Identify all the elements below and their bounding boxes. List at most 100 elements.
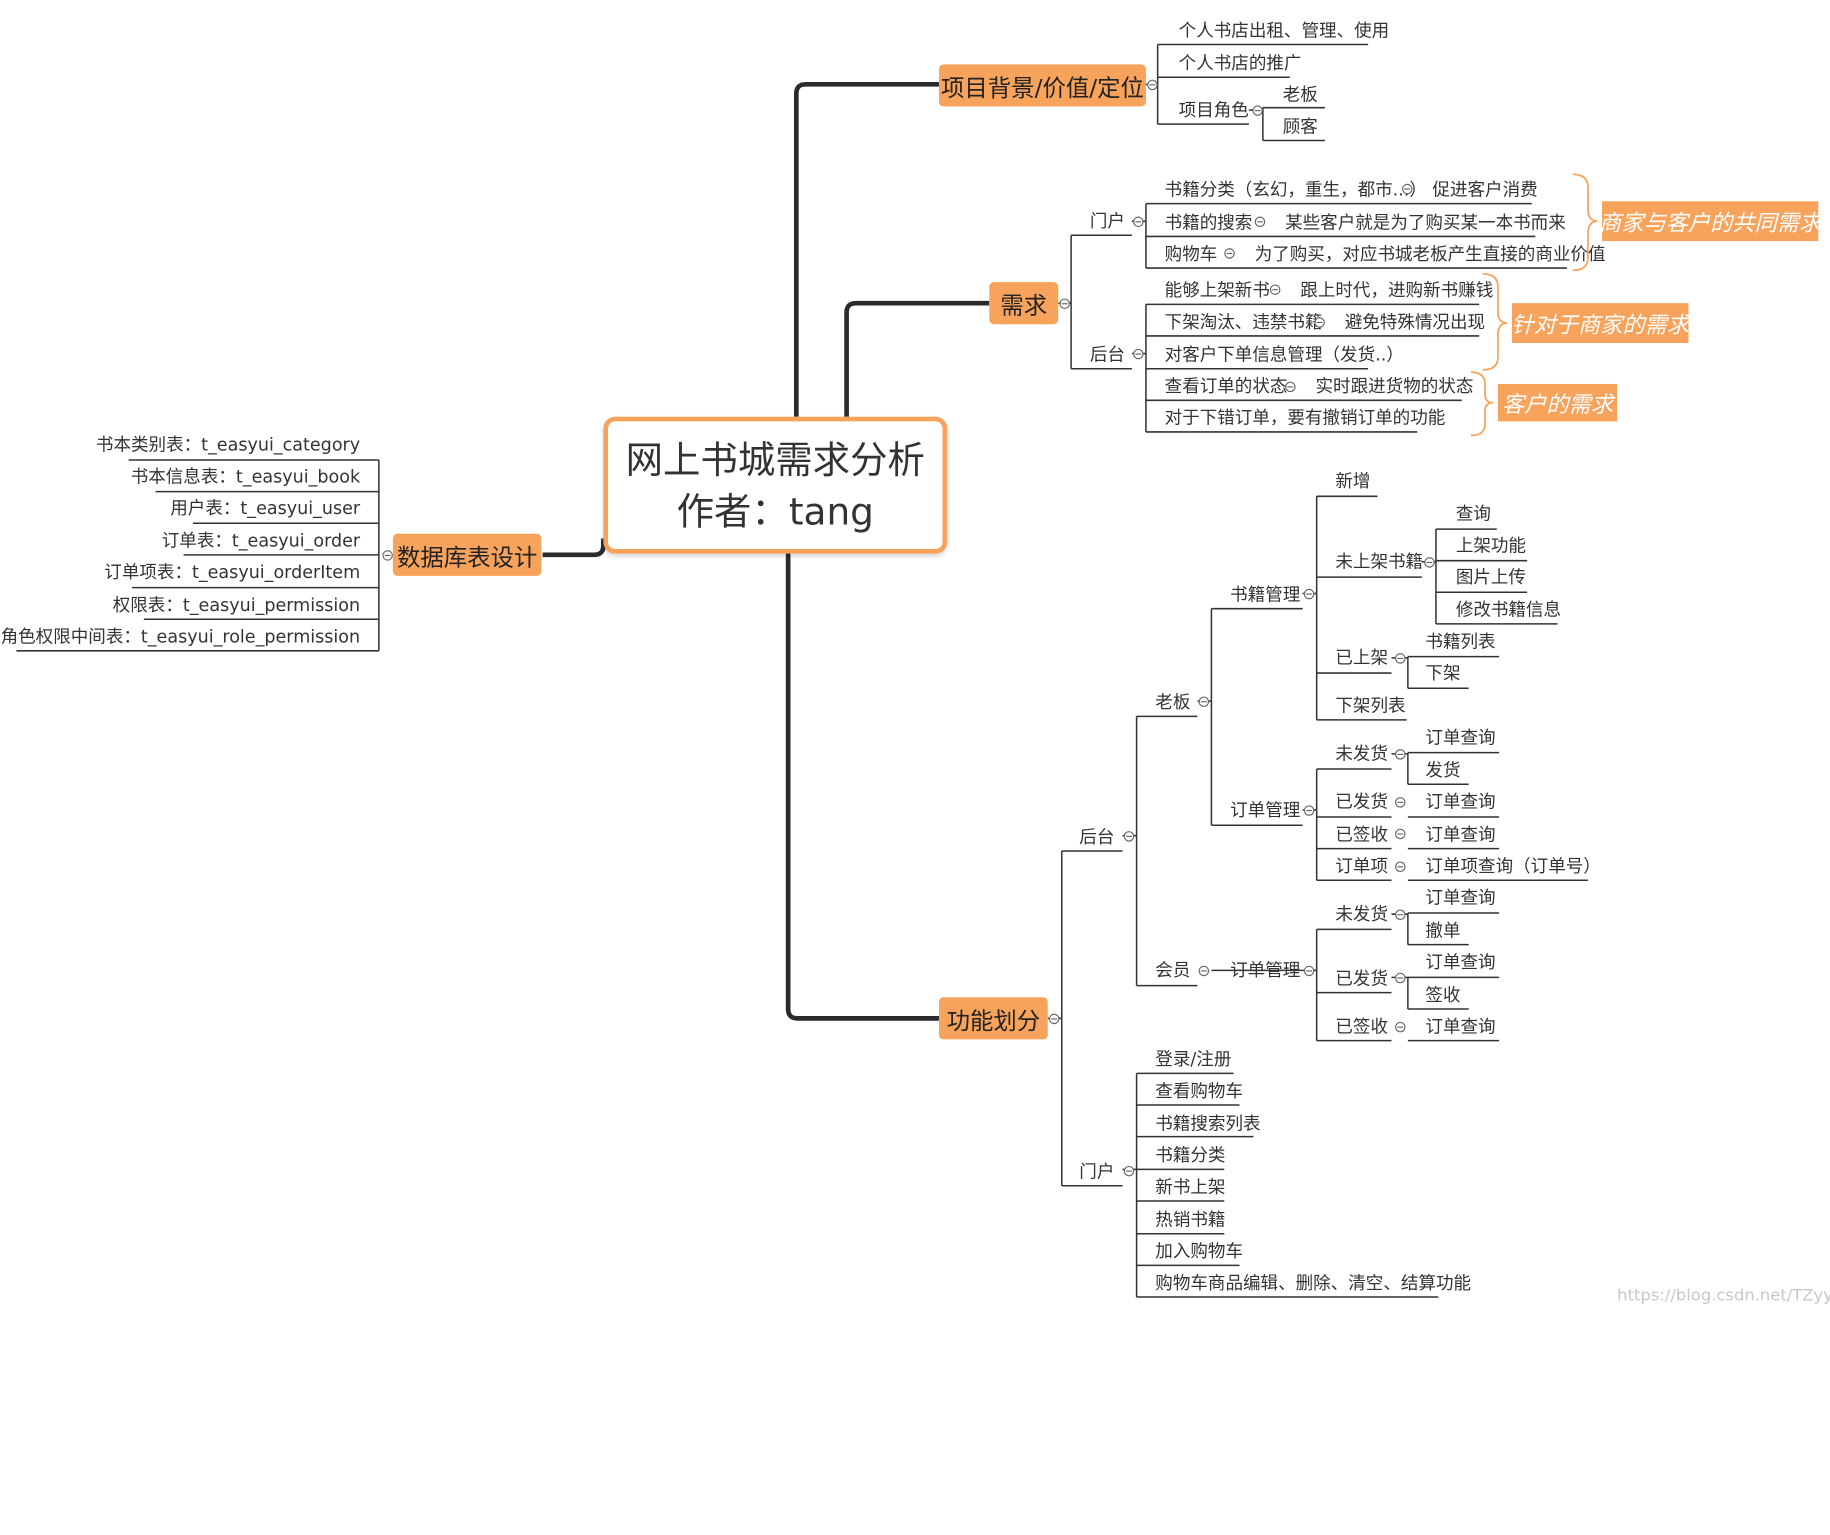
node-order-management[interactable]: 订单管理	[1230, 799, 1301, 821]
collapse-toggle-icon[interactable]	[1198, 965, 1210, 977]
node-func-portal[interactable]: 门户	[1079, 1161, 1115, 1183]
node-member-sign[interactable]: 签收	[1425, 984, 1461, 1006]
collapse-toggle-icon[interactable]	[1133, 216, 1144, 228]
collapse-toggle-icon[interactable]	[1147, 79, 1158, 91]
collapse-toggle-icon[interactable]	[1395, 749, 1406, 760]
node-req-backend-4[interactable]: 查看订单的状态	[1164, 375, 1288, 397]
collapse-toggle-icon[interactable]	[1133, 348, 1144, 360]
collapse-toggle-icon[interactable]	[1395, 653, 1406, 664]
collapse-toggle-icon[interactable]	[1402, 183, 1413, 195]
node-req-backend-5[interactable]: 对于下错订单，要有撤销订单的功能	[1164, 407, 1446, 429]
node-req-backend-4-value[interactable]: 实时跟进货物的状态	[1315, 375, 1474, 397]
collapse-toggle-icon[interactable]	[1395, 828, 1406, 840]
node-edit-book-info[interactable]: 修改书籍信息	[1455, 599, 1562, 621]
node-boss-ship[interactable]: 发货	[1425, 759, 1461, 781]
collapse-toggle-icon[interactable]	[1395, 909, 1406, 921]
collapse-toggle-icon[interactable]	[1303, 588, 1315, 600]
central-topic[interactable]: 网上书城需求分析 作者：tang	[603, 416, 948, 554]
node-boss-signed-query[interactable]: 订单查询	[1425, 824, 1496, 846]
node-image-upload[interactable]: 图片上传	[1455, 566, 1526, 588]
collapse-toggle-icon[interactable]	[1395, 1021, 1406, 1033]
node-req-portal[interactable]: 门户	[1089, 210, 1125, 232]
portal-feature-item[interactable]: 书籍分类	[1155, 1144, 1226, 1166]
collapse-toggle-icon[interactable]	[1224, 248, 1235, 259]
node-req-portal-1-value[interactable]: 促进客户消费	[1432, 179, 1538, 201]
collapse-toggle-icon[interactable]	[1059, 298, 1070, 310]
collapse-toggle-icon[interactable]	[1395, 861, 1406, 873]
node-req-backend-1[interactable]: 能够上架新书	[1164, 279, 1270, 301]
node-req-backend[interactable]: 后台	[1089, 344, 1125, 366]
node-member-unshipped-query[interactable]: 订单查询	[1425, 887, 1496, 909]
collapse-toggle-icon[interactable]	[1395, 797, 1406, 808]
node-req-backend-2-value[interactable]: 避免特殊情况出现	[1344, 311, 1486, 333]
summary-tag-shared[interactable]: 商家与客户的共同需求	[1599, 201, 1821, 242]
portal-feature-item[interactable]: 热销书籍	[1155, 1209, 1226, 1231]
summary-tag-customer[interactable]: 客户的需求	[1497, 383, 1618, 422]
node-boss-unshipped[interactable]: 未发货	[1335, 743, 1389, 765]
node-boss-signed[interactable]: 已签收	[1335, 824, 1389, 846]
node-boss-order-item[interactable]: 订单项	[1335, 855, 1389, 877]
db-table-item[interactable]: 书本类别表：t_easyui_category	[95, 434, 361, 456]
node-req-backend-2[interactable]: 下架淘汰、违禁书籍	[1164, 311, 1323, 333]
collapse-toggle-icon[interactable]	[382, 550, 393, 561]
node-member-shipped[interactable]: 已发货	[1335, 968, 1389, 990]
collapse-toggle-icon[interactable]	[1395, 972, 1406, 984]
node-func-boss[interactable]: 老板	[1155, 691, 1191, 713]
node-boss-shipped-query[interactable]: 订单查询	[1425, 791, 1496, 813]
node-member-signed-query[interactable]: 订单查询	[1425, 1016, 1496, 1038]
node-member-cancel[interactable]: 撤单	[1425, 920, 1461, 942]
portal-feature-item[interactable]: 书籍搜索列表	[1155, 1113, 1261, 1135]
node-req-backend-3[interactable]: 对客户下单信息管理（发货..）	[1164, 344, 1404, 366]
node-book-list[interactable]: 书籍列表	[1425, 630, 1496, 652]
node-req-portal-3-value[interactable]: 为了购买，对应书城老板产生直接的商业价值	[1254, 243, 1606, 265]
node-member-shipped-query[interactable]: 订单查询	[1425, 951, 1496, 973]
node-req-portal-1[interactable]: 书籍分类（玄幻，重生，都市...）	[1164, 179, 1427, 201]
node-member-order-management[interactable]: 订单管理	[1230, 959, 1301, 981]
db-table-item[interactable]: 用户角色权限中间表：t_easyui_role_permission	[0, 626, 361, 648]
node-delisted-list[interactable]: 下架列表	[1335, 695, 1406, 717]
collapse-toggle-icon[interactable]	[1254, 216, 1266, 228]
node-project-roles[interactable]: 项目角色	[1178, 99, 1249, 121]
collapse-toggle-icon[interactable]	[1314, 317, 1325, 328]
node-req-portal-2[interactable]: 书籍的搜索	[1164, 211, 1253, 233]
db-table-item[interactable]: 权限表：t_easyui_permission	[112, 594, 361, 616]
collapse-toggle-icon[interactable]	[1048, 1013, 1060, 1025]
collapse-toggle-icon[interactable]	[1123, 831, 1135, 842]
portal-feature-item[interactable]: 查看购物车	[1155, 1080, 1244, 1102]
collapse-toggle-icon[interactable]	[1269, 284, 1281, 295]
node-func-backend[interactable]: 后台	[1079, 826, 1115, 848]
db-table-item[interactable]: 订单项表：t_easyui_orderItem	[104, 561, 361, 583]
collapse-toggle-icon[interactable]	[1252, 105, 1263, 116]
collapse-toggle-icon[interactable]	[1285, 381, 1296, 393]
node-role-boss[interactable]: 老板	[1282, 84, 1318, 106]
node-delist[interactable]: 下架	[1425, 662, 1461, 684]
collapse-toggle-icon[interactable]	[1424, 557, 1435, 568]
collapse-toggle-icon[interactable]	[1303, 965, 1315, 977]
node-role-customer[interactable]: 顾客	[1282, 115, 1318, 137]
portal-feature-item[interactable]: 登录/注册	[1155, 1048, 1232, 1070]
portal-feature-item[interactable]: 加入购物车	[1155, 1240, 1244, 1262]
branch-functions[interactable]: 功能划分	[938, 997, 1048, 1040]
node-boss-order-item-query[interactable]: 订单项查询（订单号）	[1425, 855, 1601, 877]
branch-requirements[interactable]: 需求	[989, 282, 1059, 325]
portal-feature-item[interactable]: 购物车商品编辑、删除、清空、结算功能	[1155, 1272, 1472, 1294]
db-table-item[interactable]: 书本信息表：t_easyui_book	[130, 465, 361, 487]
node-book-management[interactable]: 书籍管理	[1230, 584, 1301, 606]
node-promotion[interactable]: 个人书店的推广	[1178, 52, 1302, 74]
branch-database[interactable]: 数据库表设计	[392, 533, 542, 576]
node-add-book[interactable]: 新增	[1335, 470, 1371, 492]
db-table-item[interactable]: 用户表：t_easyui_user	[170, 497, 361, 519]
node-func-member[interactable]: 会员	[1155, 959, 1191, 981]
portal-feature-item[interactable]: 新书上架	[1155, 1176, 1226, 1198]
node-listing-function[interactable]: 上架功能	[1455, 534, 1526, 557]
node-boss-shipped[interactable]: 已发货	[1335, 791, 1389, 813]
branch-background[interactable]: 项目背景/价值/定位	[938, 64, 1146, 107]
collapse-toggle-icon[interactable]	[1303, 805, 1315, 816]
collapse-toggle-icon[interactable]	[1198, 696, 1210, 708]
node-member-unshipped[interactable]: 未发货	[1335, 903, 1389, 925]
node-boss-unshipped-query[interactable]: 订单查询	[1425, 726, 1496, 748]
node-member-signed[interactable]: 已签收	[1335, 1016, 1389, 1038]
db-table-item[interactable]: 订单表：t_easyui_order	[161, 530, 361, 552]
summary-tag-merchant[interactable]: 针对于商家的需求	[1511, 303, 1689, 343]
node-listed[interactable]: 已上架	[1335, 647, 1389, 669]
